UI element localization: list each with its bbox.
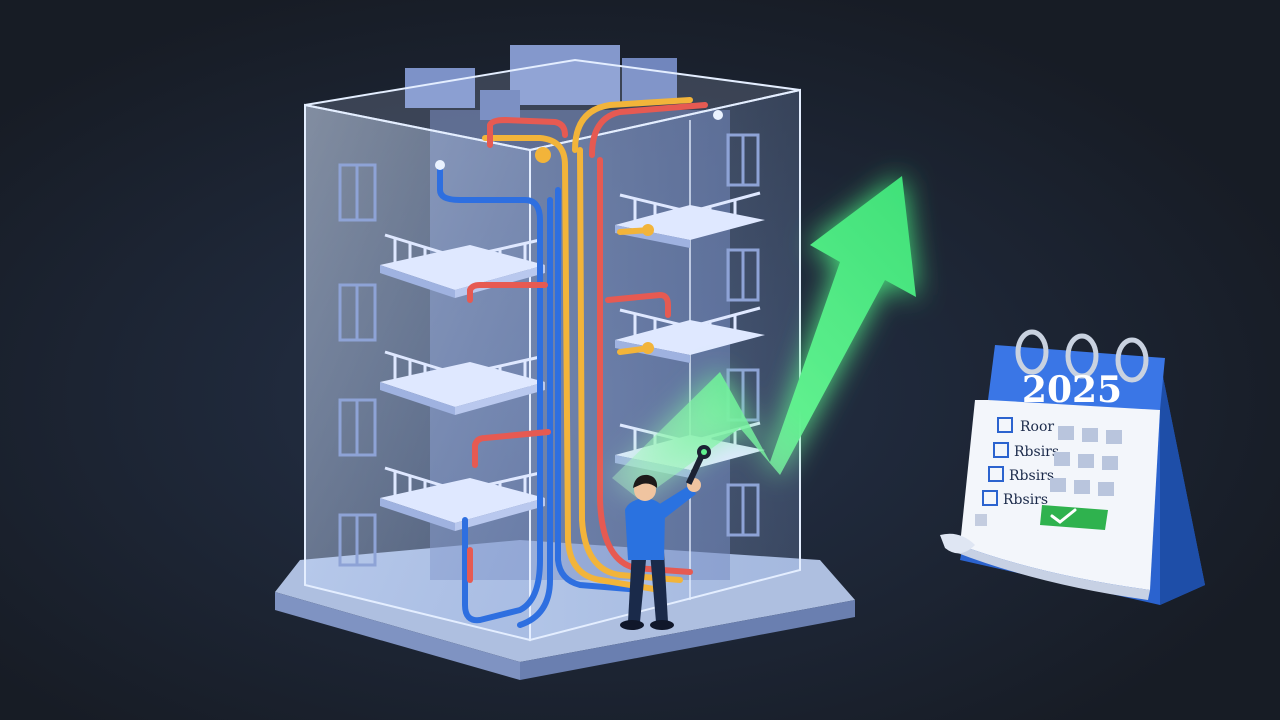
pipe-red-5: [472, 429, 551, 468]
checkmark-icon: [1040, 505, 1108, 530]
valve-yellow-3: [642, 342, 654, 354]
valve-yellow: [535, 147, 551, 163]
task-label: Rbsirs: [1009, 468, 1054, 484]
task-label: Rbsirs: [1003, 492, 1048, 508]
glass-top-face: [304, 58, 801, 152]
calendar-ring-icon: [1015, 329, 1149, 383]
pipe-red-2: [589, 102, 708, 158]
balconies-left: [380, 233, 545, 531]
calendar-task-list: Roor Rbsirs Rbsirs Rbsirs: [975, 417, 1059, 526]
valve-yellow-2: [642, 224, 654, 236]
wrench-icon: [685, 445, 711, 485]
calendar-page: [960, 400, 1160, 590]
pipe-yellow-3: [577, 147, 683, 583]
building: [275, 45, 855, 680]
calendar-header: [988, 345, 1165, 410]
person-with-wrench-icon: [620, 445, 711, 630]
calendar: 2025 Roor Rbsirs Rbsirs Rbsirs: [940, 329, 1205, 605]
pipe-red-4: [467, 282, 548, 303]
checkbox-icon: [982, 490, 998, 506]
valve-white: [435, 160, 445, 170]
roof-block-right: [622, 58, 677, 103]
checkbox-icon: [993, 442, 1009, 458]
pipe-yellow-1: [482, 135, 663, 593]
building-base-front: [275, 592, 520, 680]
pipes: [435, 97, 723, 628]
checkbox-icon: [988, 466, 1004, 482]
valve-white-2: [713, 110, 723, 120]
windows-left: [338, 163, 377, 567]
pipe-yellow-2: [572, 97, 693, 153]
pipe-blue-2: [517, 197, 553, 628]
pipe-red-6: [605, 292, 671, 318]
roof-block-center: [510, 45, 620, 105]
calendar-year: 2025: [1022, 369, 1122, 411]
trend-up-arrow-icon: [612, 176, 916, 500]
building-base-side: [520, 600, 855, 680]
checkbox-icon: [997, 417, 1013, 433]
pipe-red-1: [487, 117, 568, 148]
pipe-blue-3: [555, 187, 643, 593]
task-label: Rbsirs: [1014, 444, 1059, 460]
roof-block-left: [405, 68, 475, 108]
task-label: Roor: [1020, 419, 1054, 435]
calendar-date-grid: [1050, 426, 1122, 496]
pipe-blue-1: [437, 162, 543, 624]
